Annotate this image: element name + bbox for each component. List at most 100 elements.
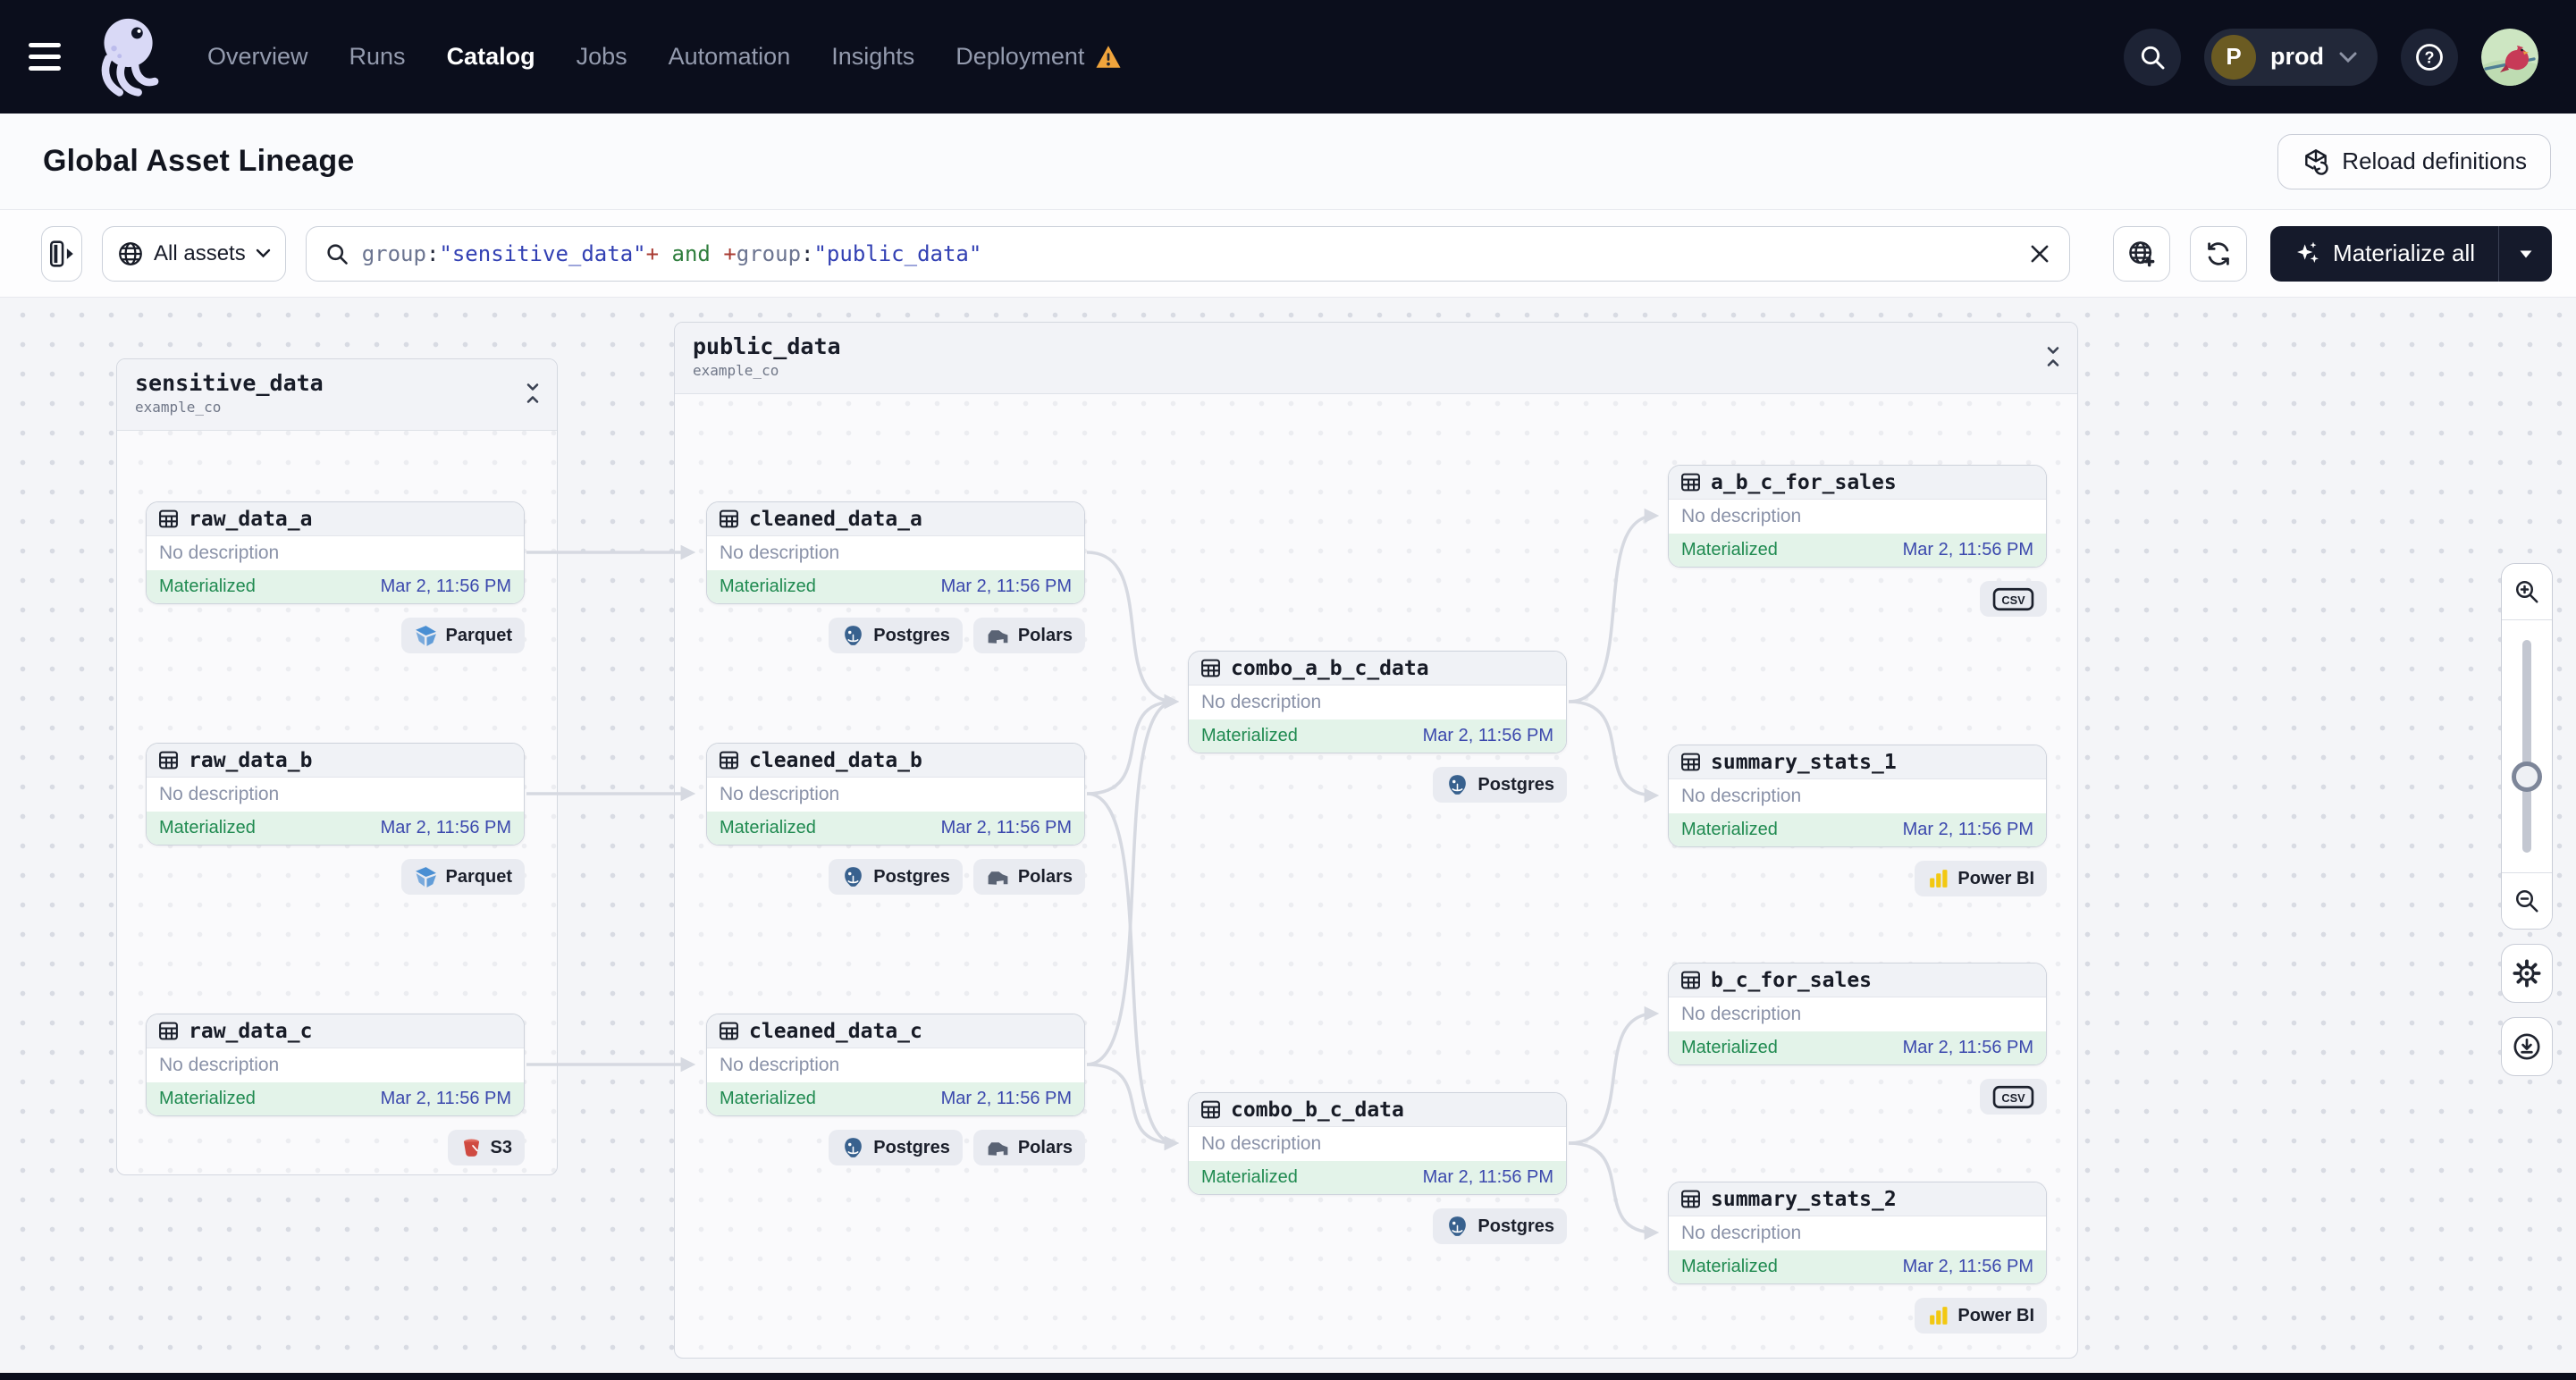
download-graph-button[interactable] [2501, 1017, 2553, 1076]
nav-item-runs[interactable]: Runs [349, 43, 406, 71]
asset-node-header[interactable]: combo_a_b_c_data [1189, 652, 1566, 686]
nav-item-automation[interactable]: Automation [669, 43, 791, 71]
graph-settings-button[interactable] [2501, 944, 2553, 1003]
toggle-sidebar-button[interactable] [41, 225, 82, 282]
nav-item-overview[interactable]: Overview [207, 43, 308, 71]
asset-kind-badges: Parquet [146, 618, 525, 653]
asset-kind-badges: S3 [146, 1130, 525, 1165]
asset-timestamp: Mar 2, 11:56 PM [1902, 1257, 2033, 1276]
asset-node-header[interactable]: a_b_c_for_sales [1669, 466, 2046, 500]
asset-scope-label: All assets [154, 240, 246, 265]
zoom-slider-track[interactable] [2522, 640, 2531, 853]
postgres-badge[interactable]: Postgres [1433, 767, 1567, 803]
clear-search-icon[interactable] [2028, 242, 2051, 265]
asset-scope-dropdown[interactable]: All assets [102, 225, 286, 282]
powerbi-badge[interactable]: Power BI [1915, 1298, 2047, 1334]
asset-timestamp: Mar 2, 11:56 PM [380, 576, 511, 596]
asset-node-header[interactable]: summary_stats_2 [1669, 1182, 2046, 1216]
nav-item-insights[interactable]: Insights [831, 43, 914, 71]
page-header: Global Asset Lineage Reload definitions [0, 114, 2576, 210]
asset-node-header[interactable]: cleaned_data_b [707, 744, 1084, 778]
environment-switcher[interactable]: P prod [2204, 28, 2378, 86]
csv-badge[interactable]: CSV [1980, 581, 2047, 617]
nav-item-catalog[interactable]: Catalog [447, 43, 535, 71]
asset-node-header[interactable]: summary_stats_1 [1669, 745, 2046, 779]
asset-node-header[interactable]: combo_b_c_data [1189, 1093, 1566, 1127]
asset-kind-badges: Power BI [1668, 1298, 2047, 1334]
reload-definitions-button[interactable]: Reload definitions [2277, 133, 2551, 189]
nav-item-jobs[interactable]: Jobs [577, 43, 627, 71]
asset-name: summary_stats_2 [1711, 1187, 1897, 1211]
asset-node-header[interactable]: raw_data_c [147, 1014, 524, 1048]
postgres-badge[interactable]: Postgres [829, 1130, 963, 1165]
parquet-badge[interactable]: Parquet [400, 618, 525, 653]
menu-hamburger-icon[interactable] [29, 39, 68, 75]
asset-timestamp: Mar 2, 11:56 PM [1422, 726, 1553, 745]
zoom-slider-thumb[interactable] [2512, 762, 2542, 792]
help-icon[interactable]: ? [2401, 28, 2458, 86]
polars-badge[interactable]: Polars [972, 859, 1085, 895]
collapse-group-button[interactable] [523, 381, 543, 410]
refresh-button[interactable] [2190, 225, 2248, 282]
asset-node-header[interactable]: raw_data_a [147, 502, 524, 536]
asset-node-header[interactable]: b_c_for_sales [1669, 963, 2046, 997]
polars-icon [988, 629, 1008, 644]
zoom-in-button[interactable] [2502, 564, 2552, 619]
collapse-group-button[interactable] [2043, 344, 2063, 374]
postgres-badge[interactable]: Postgres [829, 859, 963, 895]
postgres-badge[interactable]: Postgres [829, 618, 963, 653]
parquet-badge[interactable]: Parquet [400, 859, 525, 895]
cube-reload-icon [2305, 148, 2328, 175]
group-graph-toggle-button[interactable] [2113, 225, 2171, 282]
nav-item-deployment[interactable]: Deployment [955, 43, 1122, 71]
postgres-badge[interactable]: Postgres [1433, 1208, 1567, 1244]
zoom-slider[interactable] [2502, 619, 2552, 873]
postgres-icon [845, 625, 863, 645]
polars-icon [988, 871, 1008, 885]
materialize-options-button[interactable] [2498, 225, 2552, 282]
csv-badge[interactable]: CSV [1980, 1079, 2047, 1115]
powerbi-icon [1930, 1306, 1948, 1325]
user-avatar[interactable] [2481, 28, 2538, 86]
asset-node-header[interactable]: raw_data_b [147, 744, 524, 778]
s3-badge[interactable]: S3 [447, 1130, 525, 1165]
powerbi-badge[interactable]: Power BI [1915, 861, 2047, 896]
asset-node-header[interactable]: cleaned_data_a [707, 502, 1084, 536]
asset-node-header[interactable]: cleaned_data_c [707, 1014, 1084, 1048]
materialize-all-button[interactable]: Materialize all [2270, 226, 2498, 282]
asset-name: raw_data_b [189, 748, 313, 772]
search-icon[interactable] [2124, 28, 2181, 86]
dagster-logo-icon[interactable] [95, 14, 166, 100]
polars-badge[interactable]: Polars [972, 618, 1085, 653]
zoom-out-button[interactable] [2502, 873, 2552, 929]
lineage-search-input[interactable]: group:"sensitive_data"+ and +group:"publ… [305, 225, 2071, 282]
polars-badge[interactable]: Polars [972, 1130, 1085, 1165]
